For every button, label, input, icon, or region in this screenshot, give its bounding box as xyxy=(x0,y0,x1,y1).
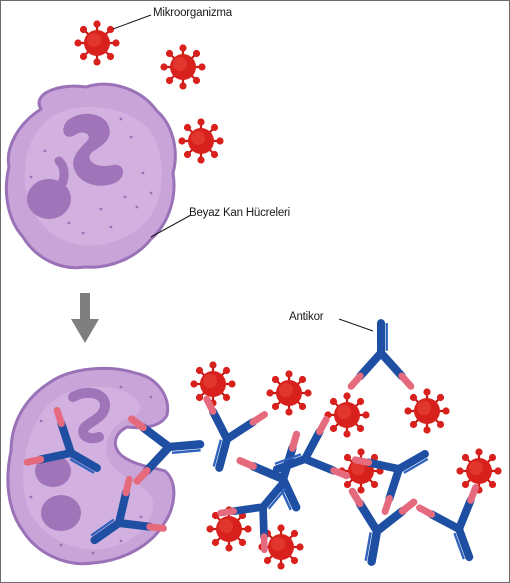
virus-icon xyxy=(323,391,371,439)
antibody-icon xyxy=(351,323,411,386)
white-blood-cells-label: Beyaz Kan Hücreleri xyxy=(189,207,291,219)
antibody-icon xyxy=(132,413,203,481)
virus-icon xyxy=(177,117,225,165)
down-arrow-icon xyxy=(71,293,99,343)
virus-icon xyxy=(159,43,207,91)
virus-icon xyxy=(73,19,121,67)
virus-icon xyxy=(265,369,313,417)
microorganism-label: Mikroorganizma xyxy=(153,7,233,19)
white-blood-cell-icon xyxy=(4,82,177,270)
virus-icon xyxy=(337,447,385,495)
antibody-label: Antikor xyxy=(289,311,324,323)
antibody-icon xyxy=(419,487,497,567)
virus-icon xyxy=(403,387,451,435)
virus-icon xyxy=(189,360,237,408)
antibody-icon xyxy=(341,491,414,567)
